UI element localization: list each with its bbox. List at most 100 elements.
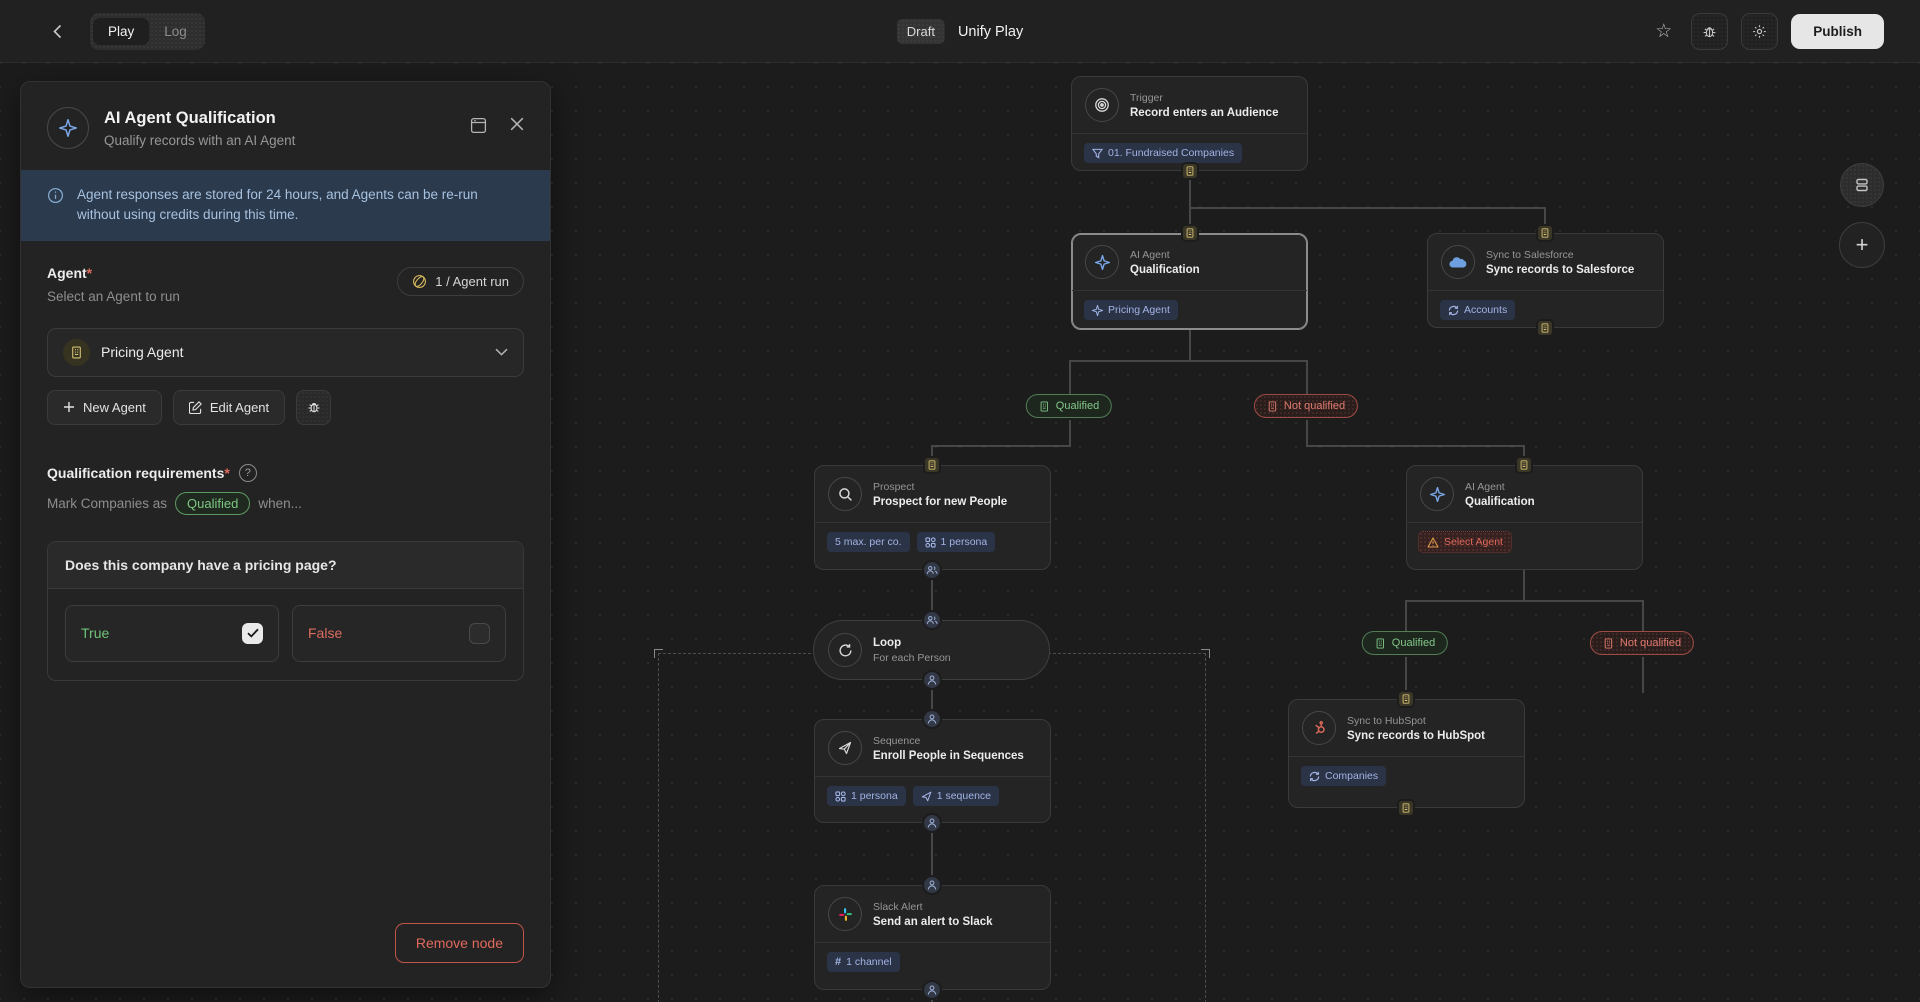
connector-line (1069, 420, 1071, 446)
node-prospect[interactable]: Prospect Prospect for new People 5 max. … (814, 465, 1051, 570)
checkbox-empty-icon[interactable] (469, 622, 490, 644)
edit-agent-button[interactable]: Edit Agent (172, 389, 286, 425)
checkbox-checked-icon[interactable] (242, 622, 263, 644)
node-sequence[interactable]: Sequence Enroll People in Sequences 1 pe… (814, 719, 1051, 823)
help-icon[interactable]: ? (238, 463, 257, 482)
connector-line (1523, 445, 1525, 465)
qualified-branch-badge[interactable]: Qualified (1361, 631, 1449, 655)
company-port-icon[interactable] (1397, 690, 1415, 708)
company-port-icon[interactable] (1515, 456, 1533, 474)
max-per-company-badge[interactable]: 5 max. per co. (827, 532, 910, 552)
star-icon[interactable]: ☆ (1655, 21, 1673, 42)
node-slack-alert[interactable]: Slack Alert Send an alert to Slack # 1 c… (814, 885, 1051, 990)
building-icon (1376, 637, 1384, 649)
debug-button[interactable] (1691, 13, 1729, 50)
layout-view-button[interactable] (1840, 163, 1884, 207)
node-title: Sync records to Salesforce (1486, 263, 1635, 276)
node-ai-agent-qualification[interactable]: AI Agent Qualification Pricing Agent (1071, 233, 1308, 330)
tab-log[interactable]: Log (164, 24, 187, 39)
qualified-branch-badge[interactable]: Qualified (1025, 394, 1113, 418)
agent-badge[interactable]: Pricing Agent (1084, 300, 1178, 320)
chevron-left-icon (52, 24, 61, 38)
node-ai-agent-qualification-2[interactable]: AI Agent Qualification Select Agent (1406, 465, 1643, 570)
test-agent-button[interactable] (296, 389, 332, 425)
building-icon (1040, 400, 1048, 412)
bug-icon (308, 403, 320, 413)
company-port-icon[interactable] (1536, 319, 1554, 337)
node-category: AI Agent (1130, 248, 1170, 261)
building-icon (1268, 400, 1277, 412)
building-icon (63, 338, 90, 366)
coin-icon (413, 274, 427, 288)
qualification-label: Qualification requirements* (47, 464, 230, 481)
not-qualified-branch-badge[interactable]: Not qualified (1589, 631, 1695, 655)
agent-field-label: Agent* (47, 264, 93, 281)
company-port-icon[interactable] (1536, 224, 1554, 242)
person-port-icon[interactable] (922, 813, 942, 833)
company-port-icon[interactable] (1181, 162, 1199, 180)
connector-line (1189, 207, 1545, 209)
node-category: AI Agent (1465, 480, 1505, 493)
sync-icon (1448, 305, 1459, 315)
connector-line (931, 445, 933, 465)
company-port-icon[interactable] (1181, 224, 1199, 242)
accounts-badge[interactable]: Accounts (1440, 300, 1516, 320)
connector-line (1306, 420, 1308, 446)
panel-subtitle: Qualify records with an AI Agent (104, 132, 296, 148)
warning-icon (1427, 536, 1439, 548)
node-title: Qualification (1130, 263, 1200, 276)
tab-play[interactable]: Play (93, 18, 150, 45)
info-icon (47, 187, 64, 204)
node-sync-salesforce[interactable]: Sync to Salesforce Sync records to Sales… (1427, 233, 1664, 328)
sparkle-icon (1092, 304, 1103, 316)
sequence-badge[interactable]: 1 sequence (912, 786, 999, 806)
persona-badge[interactable]: 1 persona (827, 786, 906, 806)
publish-button[interactable]: Publish (1791, 14, 1884, 49)
new-agent-button[interactable]: New Agent (47, 389, 162, 425)
settings-button[interactable] (1741, 13, 1779, 50)
hash-icon: # (835, 956, 842, 968)
company-port-icon[interactable] (1397, 799, 1415, 817)
agent-select[interactable]: Pricing Agent (47, 327, 524, 377)
select-agent-warning-badge[interactable]: Select Agent (1418, 531, 1512, 553)
person-port-icon[interactable] (922, 709, 942, 729)
node-trigger[interactable]: Trigger Record enters an Audience 01. Fu… (1071, 76, 1308, 171)
people-port-icon[interactable] (922, 610, 942, 630)
companies-badge[interactable]: Companies (1301, 766, 1387, 786)
option-true[interactable]: True (65, 604, 279, 662)
node-title: Qualification (1465, 495, 1535, 508)
channel-badge[interactable]: # 1 channel (827, 952, 900, 972)
people-port-icon[interactable] (922, 560, 942, 580)
remove-node-button[interactable]: Remove node (394, 923, 524, 963)
node-category: Trigger (1130, 91, 1163, 104)
page-title: Unify Play (957, 23, 1024, 40)
grid-icon (924, 536, 936, 548)
node-title: Send an alert to Slack (873, 915, 993, 928)
option-false[interactable]: False (292, 604, 506, 662)
connector-line (1306, 445, 1524, 447)
send-icon (921, 791, 932, 801)
dock-panel-button[interactable] (470, 117, 487, 139)
node-sync-hubspot[interactable]: Sync to HubSpot Sync records to HubSpot … (1288, 699, 1525, 808)
connector-line (1189, 330, 1191, 360)
hubspot-icon (1302, 711, 1336, 745)
node-title: Prospect for new People (873, 495, 1008, 508)
connector-line (1189, 171, 1191, 233)
connector-line (1642, 600, 1644, 631)
not-qualified-branch-badge[interactable]: Not qualified (1253, 394, 1359, 418)
audience-badge[interactable]: 01. Fundraised Companies (1084, 143, 1243, 163)
connector-line (1642, 657, 1644, 693)
persona-badge[interactable]: 1 persona (916, 532, 996, 552)
close-panel-button[interactable] (510, 117, 524, 139)
search-icon (828, 477, 862, 511)
back-button[interactable] (44, 18, 70, 44)
add-node-button[interactable]: + (1839, 222, 1885, 268)
node-title: Record enters an Audience (1130, 106, 1279, 119)
company-port-icon[interactable] (923, 456, 941, 474)
person-port-icon[interactable] (922, 670, 942, 690)
grid-icon (835, 790, 846, 802)
slack-icon (828, 897, 862, 931)
person-port-icon[interactable] (922, 980, 942, 1000)
person-port-icon[interactable] (922, 875, 942, 895)
panel-title: AI Agent Qualification (104, 108, 276, 127)
